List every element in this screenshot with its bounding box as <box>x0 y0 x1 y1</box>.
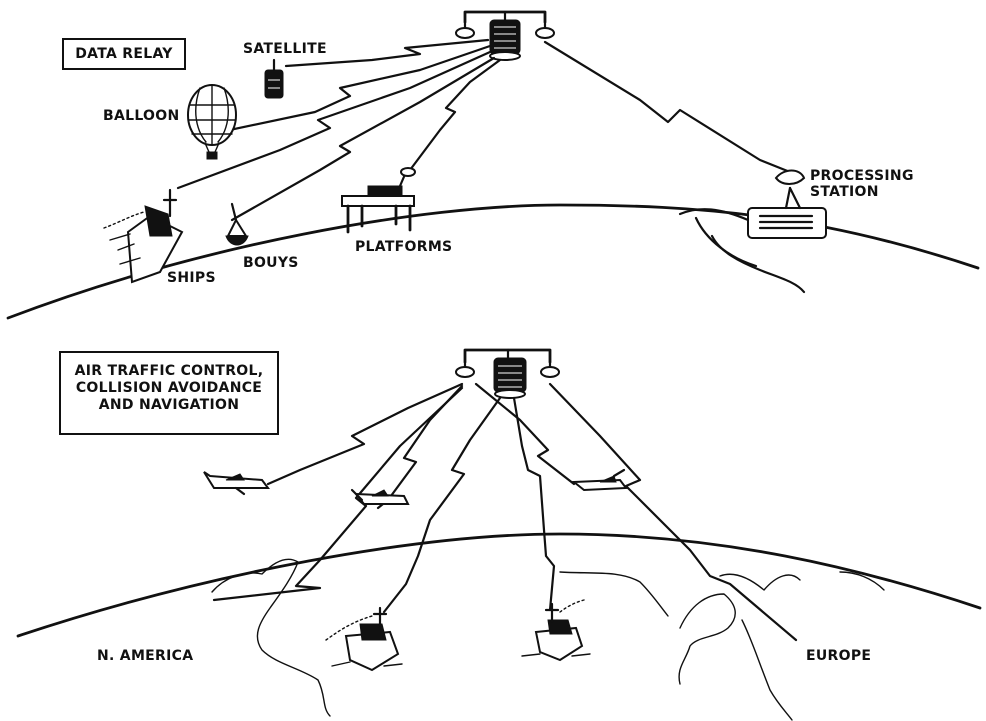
earth-horizon-top <box>6 203 980 320</box>
air-traffic-title-line3: AND NAVIGATION <box>98 397 240 413</box>
air-traffic-panel <box>16 348 982 721</box>
air-traffic-title-line2: COLLISION AVOIDANCE <box>75 380 263 396</box>
satellite-icon <box>264 58 284 99</box>
balloon-icon <box>187 84 237 160</box>
bouys-label: BOUYS <box>243 255 299 271</box>
ship-icon <box>103 188 184 284</box>
ship-icon <box>325 606 403 672</box>
buoy-icon <box>225 202 249 246</box>
balloon-label: BALLOON <box>103 108 180 124</box>
continent-outline <box>211 558 885 721</box>
data-relay-title-box: DATA RELAY <box>62 38 186 70</box>
platform-icon <box>341 167 416 234</box>
platforms-label: PLATFORMS <box>355 239 453 255</box>
airplane-icon <box>350 488 410 505</box>
data-relay-title: DATA RELAY <box>75 46 173 62</box>
processing-station-icon <box>678 169 827 294</box>
relay-satellite-icon <box>455 10 555 61</box>
radio-link-zigzag <box>176 38 792 222</box>
data-relay-panel <box>6 10 980 320</box>
processing-station-label-line1: PROCESSING <box>810 168 914 184</box>
airplane-icon <box>203 471 270 496</box>
air-traffic-title-box: AIR TRAFFIC CONTROL, COLLISION AVOIDANCE… <box>59 351 279 435</box>
air-traffic-title-line1: AIR TRAFFIC CONTROL, <box>74 363 264 379</box>
satellite-label: SATELLITE <box>243 41 327 57</box>
europe-label: EUROPE <box>806 648 872 664</box>
processing-station-label-line2: STATION <box>810 184 879 200</box>
radio-link-zigzag <box>212 382 798 642</box>
airplane-icon <box>571 468 628 492</box>
n-america-label: N. AMERICA <box>97 648 194 664</box>
ship-icon <box>521 599 591 662</box>
earth-horizon-bottom <box>16 532 982 638</box>
relay-satellite-icon <box>455 348 560 399</box>
ships-label: SHIPS <box>167 270 216 286</box>
